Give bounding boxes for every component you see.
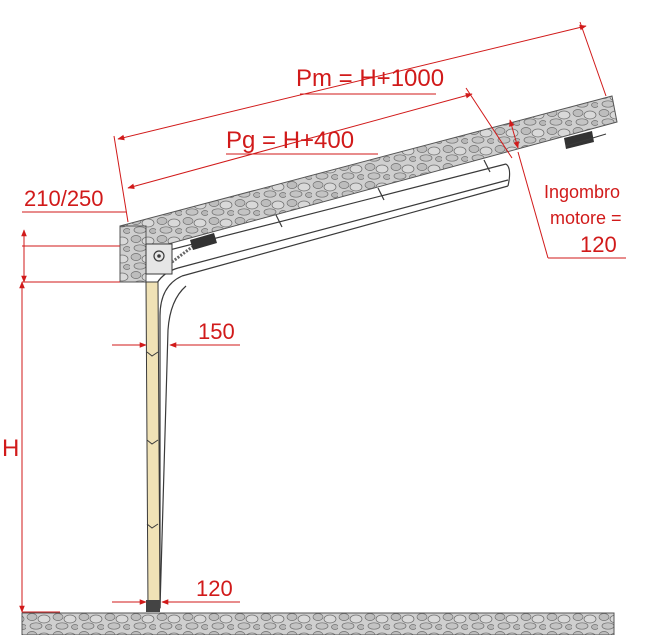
motor-line2-label: motore = [550, 208, 622, 228]
dimension-lines [19, 21, 626, 613]
height-label: H [2, 435, 19, 462]
panel-hinges [146, 351, 159, 529]
side-room-label: 150 [198, 319, 235, 344]
bottom-seal [146, 600, 160, 612]
shaft-bracket [145, 242, 197, 275]
pm-label: Pm = H+1000 [296, 65, 444, 92]
motor-line1-label: Ingombro [544, 182, 620, 202]
motor-value-label: 120 [580, 232, 617, 257]
ceiling-struts [275, 159, 491, 228]
lintel-wall [119, 225, 147, 283]
motor-block-left [190, 233, 217, 250]
door-panel [145, 281, 161, 609]
bottom-width-label: 120 [196, 576, 233, 601]
ceiling-slab [119, 95, 618, 283]
lintel-label: 210/250 [24, 186, 104, 211]
pg-label: Pg = H+400 [226, 127, 354, 154]
floor-slab [21, 612, 615, 635]
